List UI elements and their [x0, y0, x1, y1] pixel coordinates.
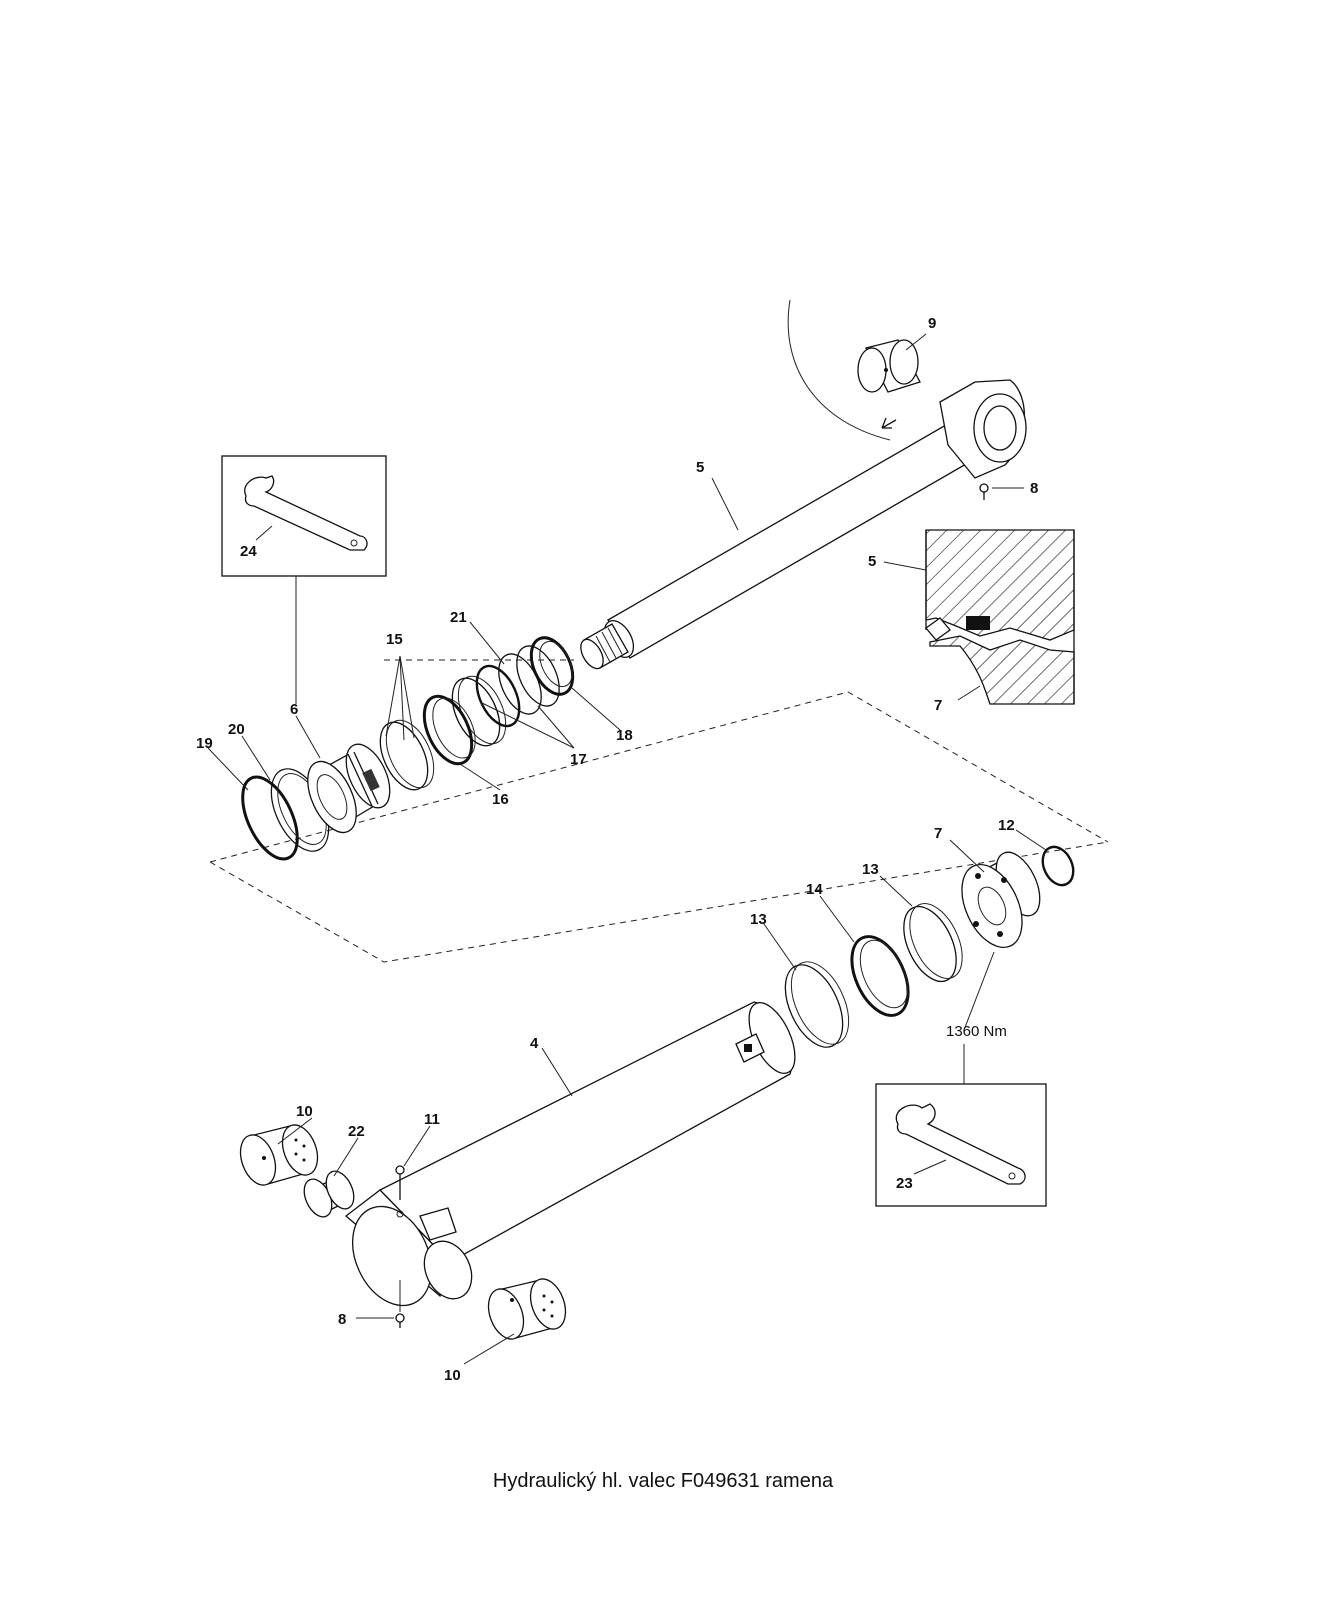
callout-5-detail: 5	[868, 553, 876, 570]
grease-nipple-top	[979, 483, 989, 500]
callout-22: 22	[348, 1123, 365, 1140]
callout-11: 11	[424, 1111, 440, 1128]
callout-17: 17	[570, 751, 587, 768]
spanner-wrench-24-icon	[244, 475, 368, 551]
callout-6: 6	[290, 701, 298, 718]
wrench-box-24	[221, 455, 387, 577]
rotation-arc	[787, 299, 891, 441]
rod-eye-bushing	[857, 339, 921, 393]
grease-nipple-bottom	[395, 1280, 405, 1328]
bushing-10-bottom	[487, 1278, 567, 1340]
oring-21	[475, 664, 521, 728]
callout-20: 20	[228, 721, 245, 738]
callout-21: 21	[450, 609, 467, 626]
gland-head-7	[961, 851, 1041, 949]
spanner-wrench-23-icon	[895, 1103, 1026, 1185]
callout-9: 9	[928, 315, 936, 332]
callout-8-bottom: 8	[338, 1311, 346, 1328]
cylinder-barrel	[344, 1001, 796, 1307]
callout-16: 16	[492, 791, 509, 808]
diagram-caption: Hydraulický hl. valec F049631 ramena	[492, 1470, 834, 1492]
callout-15: 15	[386, 631, 403, 648]
piston-6	[307, 743, 391, 834]
grease-nipple-11	[395, 1165, 405, 1200]
callout-10-top: 10	[296, 1103, 313, 1120]
torque-label: 1360 Nm	[946, 1023, 1007, 1040]
callout-13-right: 13	[862, 861, 879, 878]
callout-8-top: 8	[1030, 480, 1038, 497]
oring-12	[1041, 845, 1075, 887]
bushing-10-top	[239, 1124, 319, 1186]
explode-line-upper	[209, 691, 1109, 863]
explode-line-lower	[209, 841, 1109, 963]
bushing-22	[303, 1170, 355, 1218]
wrench-box-23	[875, 1083, 1047, 1207]
callout-7-head: 7	[934, 825, 942, 842]
wear-ring-15b	[451, 677, 501, 747]
seal-section-detail	[925, 529, 1075, 705]
callout-13-left: 13	[750, 911, 767, 928]
callout-24: 24	[240, 543, 257, 560]
callout-18: 18	[616, 727, 633, 744]
callout-10-bottom: 10	[444, 1367, 461, 1384]
callout-12: 12	[998, 817, 1015, 834]
seal-14	[850, 935, 910, 1017]
wear-ring-15a	[379, 721, 429, 791]
piston-rod	[580, 379, 1027, 670]
ring-13-right	[903, 905, 957, 983]
callout-7-detail: 7	[934, 697, 942, 714]
insert-arrow	[881, 417, 897, 429]
callout-23: 23	[896, 1175, 913, 1192]
leader-lines	[207, 333, 1047, 1365]
backup-ring-17b	[516, 645, 560, 707]
callout-4: 4	[530, 1035, 539, 1052]
callout-19: 19	[196, 735, 213, 752]
callout-14: 14	[806, 881, 823, 898]
oring-19	[241, 775, 299, 861]
piston-seal-16	[422, 694, 474, 766]
callout-5-rod: 5	[696, 459, 704, 476]
ring-13-left	[784, 964, 844, 1048]
